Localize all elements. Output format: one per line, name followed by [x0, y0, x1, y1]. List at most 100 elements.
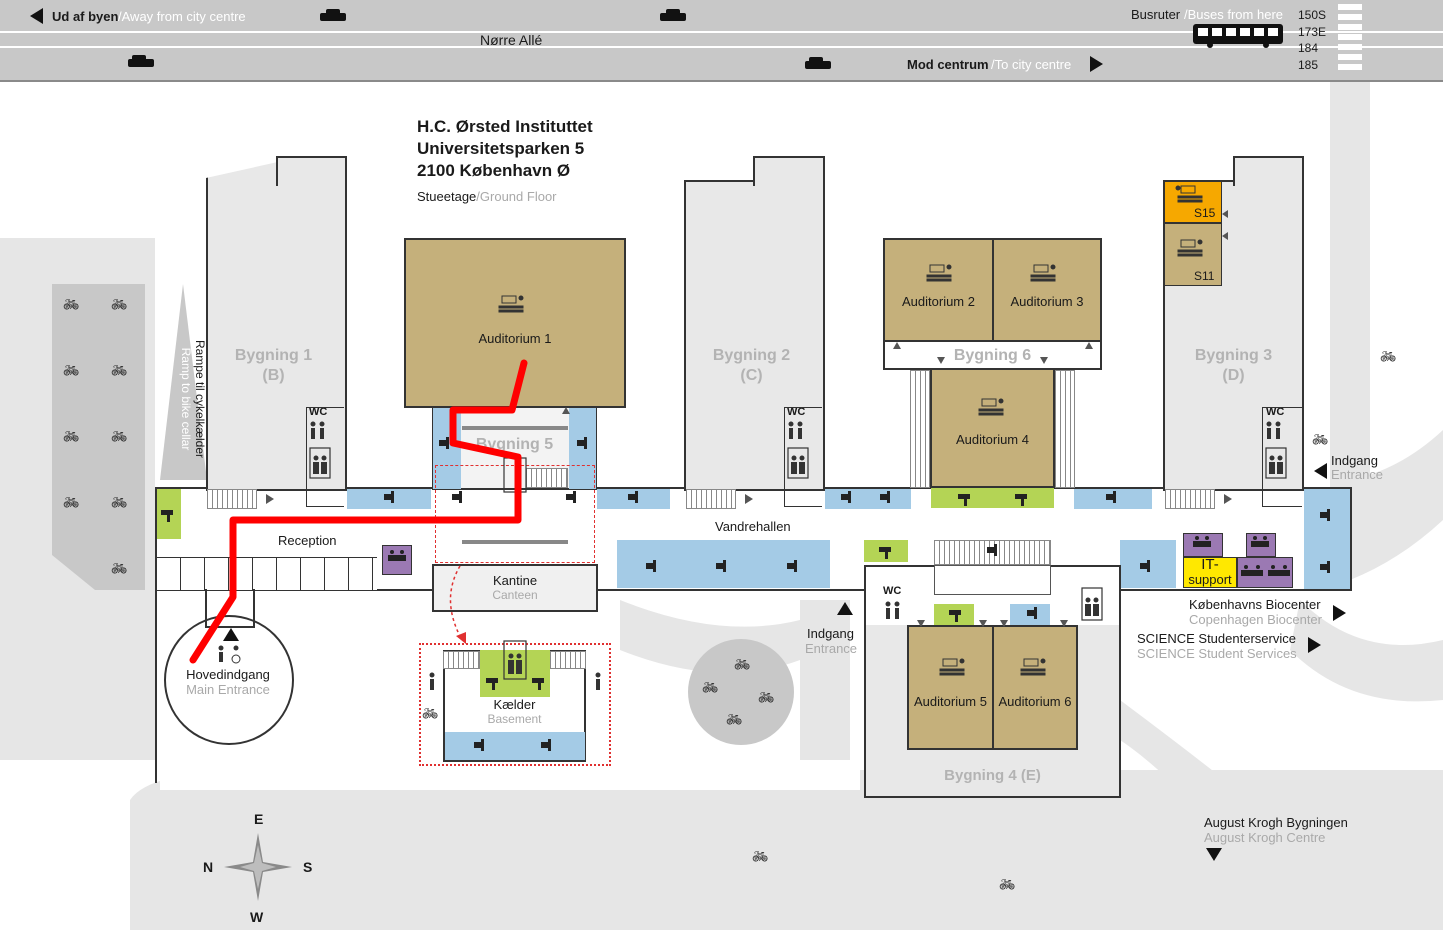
building-6-label: Bygning 6	[953, 347, 1032, 364]
auditorium-2-label: Auditorium 2	[902, 294, 975, 309]
lecture-hall-icon	[978, 398, 1004, 416]
seating-icon	[787, 560, 797, 572]
lane-divider	[0, 46, 1443, 48]
staircase	[910, 370, 930, 488]
lane-divider	[0, 31, 1443, 33]
title-line-1: H.C. Ørsted Instituttet	[417, 117, 593, 136]
wc-label: WC	[883, 585, 902, 597]
corridor-seating	[569, 407, 596, 489]
auditorium-2[interactable]	[883, 238, 994, 342]
seating-icon	[880, 491, 890, 503]
bicycle-icon: 🚲︎	[1312, 432, 1329, 447]
entrance-wall	[205, 589, 207, 627]
bicycle-icon: 🚲︎	[111, 297, 128, 312]
building-2	[684, 180, 825, 491]
biocenter-label: Københavns Biocenter	[1189, 597, 1321, 612]
compass-e: E	[254, 811, 264, 827]
bus-label-en: /Buses from here	[1184, 7, 1283, 22]
auditorium-4[interactable]	[930, 368, 1055, 488]
bicycle-icon: 🚲︎	[422, 706, 439, 721]
lecture-hall-icon	[1175, 185, 1203, 203]
seating-icon	[987, 544, 997, 556]
bus-label-da: Busruter	[1131, 7, 1181, 22]
seating-icon	[1320, 561, 1330, 573]
auditorium-5[interactable]	[907, 625, 994, 750]
building-1-top	[276, 156, 347, 186]
lecture-hall-icon	[939, 658, 965, 676]
compass-w: W	[250, 909, 264, 925]
bicycle-icon: 🚲︎	[752, 849, 769, 864]
person-icon	[429, 672, 435, 678]
entrance-label-en: Entrance	[1331, 467, 1384, 482]
seating-icon	[452, 491, 462, 503]
bicycle-icon: 🚲︎	[1380, 349, 1397, 364]
bus-route: 173E	[1298, 25, 1327, 39]
service-core	[784, 407, 822, 507]
seating-icon	[716, 560, 726, 572]
study-icon	[1015, 494, 1027, 506]
auditorium-3[interactable]	[992, 238, 1102, 342]
service-core	[1262, 407, 1302, 507]
entrance-arrow-icon	[837, 602, 853, 615]
elevator-icon	[503, 640, 527, 680]
title-line-3: 2100 København Ø	[417, 161, 571, 180]
person-icon	[595, 672, 601, 678]
to-centre-label-en: /To city centre	[991, 57, 1072, 72]
seating-icon	[439, 437, 449, 449]
kantine-label: Kantine	[492, 573, 538, 588]
krogh-label: August Krogh Bygningen	[1204, 815, 1348, 830]
room-s11-label: S11	[1194, 269, 1215, 283]
vandrehallen-label: Vandrehallen	[715, 519, 791, 534]
study-icon	[486, 678, 498, 690]
bicycle-icon: 🚲︎	[758, 690, 775, 705]
main-entrance-label-en: Main Entrance	[186, 682, 270, 697]
bicycle-icon: 🚲︎	[726, 712, 743, 727]
bicycle-icon: 🚲︎	[111, 429, 128, 444]
away-label-en: /Away from city centre	[118, 9, 246, 24]
building-1-label: Bygning 1(B)	[234, 347, 313, 384]
to-centre-label-da: Mod centrum	[907, 57, 989, 72]
person-icon	[218, 645, 224, 651]
seating-icon	[1027, 607, 1037, 619]
kantine[interactable]	[432, 564, 598, 612]
entrance-arrow-icon	[223, 628, 239, 641]
auditorium-4-label: Auditorium 4	[956, 432, 1029, 447]
seating-icon	[1320, 509, 1330, 521]
study-icon	[161, 510, 173, 522]
science-label-en: SCIENCE Student Services	[1137, 646, 1297, 661]
basement-label: Kælder	[493, 697, 536, 712]
route-path	[189, 359, 528, 664]
compass-n: N	[203, 859, 214, 875]
lecture-hall-icon	[1020, 658, 1046, 676]
krogh-label-en: August Krogh Centre	[1204, 830, 1326, 845]
bus-route: 185	[1298, 58, 1319, 72]
lecture-hall-icon	[926, 264, 952, 282]
meeting-room[interactable]	[382, 545, 412, 575]
it-support[interactable]	[1183, 557, 1237, 588]
building-3-label: Bygning 3(D)	[1194, 347, 1273, 384]
meeting-icon	[1251, 536, 1269, 547]
seating-icon	[577, 437, 587, 449]
it-support-label-1: IT-	[1201, 556, 1219, 573]
street-name: Nørre Allé	[480, 32, 543, 48]
seating-icon	[646, 560, 656, 572]
staircase	[1165, 489, 1215, 509]
wheelchair-icon	[233, 645, 239, 651]
building-2-top	[753, 156, 825, 186]
auditorium-6-label: Auditorium 6	[998, 694, 1072, 709]
toilet-icon	[788, 421, 794, 427]
away-label-da: Ud af byen	[52, 9, 119, 24]
study-icon	[879, 547, 891, 559]
seating-icon	[841, 491, 851, 503]
building-3-top	[1233, 156, 1304, 186]
bus-route: 150S	[1298, 8, 1327, 22]
seating-icon	[628, 491, 638, 503]
auditorium-6[interactable]	[992, 625, 1078, 750]
meeting-icon	[388, 550, 406, 561]
reception-label: Reception	[278, 533, 337, 548]
title-line-2: Universitetsparken 5	[417, 139, 585, 158]
arrow-left-icon	[30, 8, 43, 24]
auditorium-1[interactable]	[404, 238, 626, 408]
